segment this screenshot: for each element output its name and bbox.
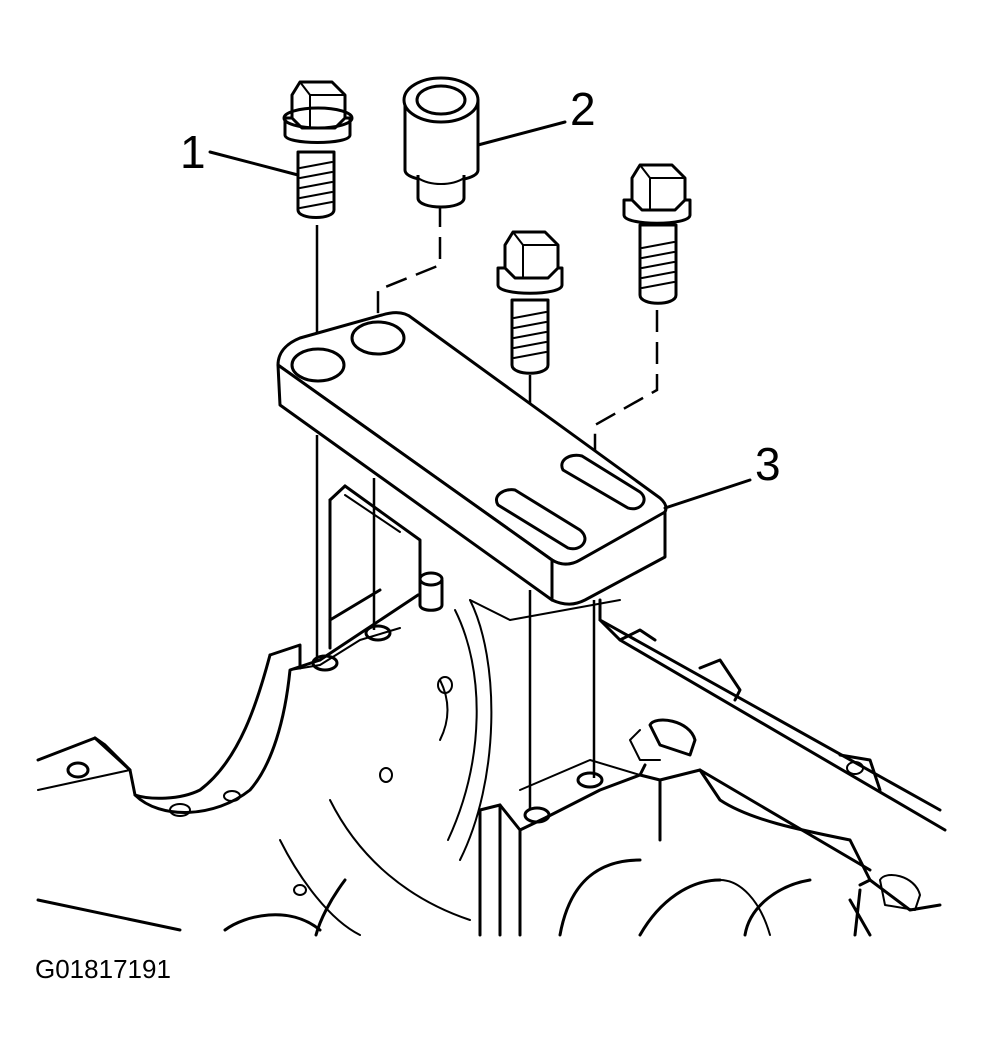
callout-2: 2	[570, 83, 596, 135]
callout-1: 1	[180, 126, 206, 178]
engine-block	[36, 484, 947, 937]
figure-id: G01817191	[35, 954, 171, 984]
callout-3: 3	[755, 438, 781, 490]
sleeve-2	[402, 76, 480, 209]
bolt-1	[282, 80, 354, 219]
crank-holding-plate	[276, 311, 668, 606]
leader-lines	[208, 120, 752, 510]
bolt-center	[496, 230, 564, 375]
bolt-right	[622, 163, 692, 305]
